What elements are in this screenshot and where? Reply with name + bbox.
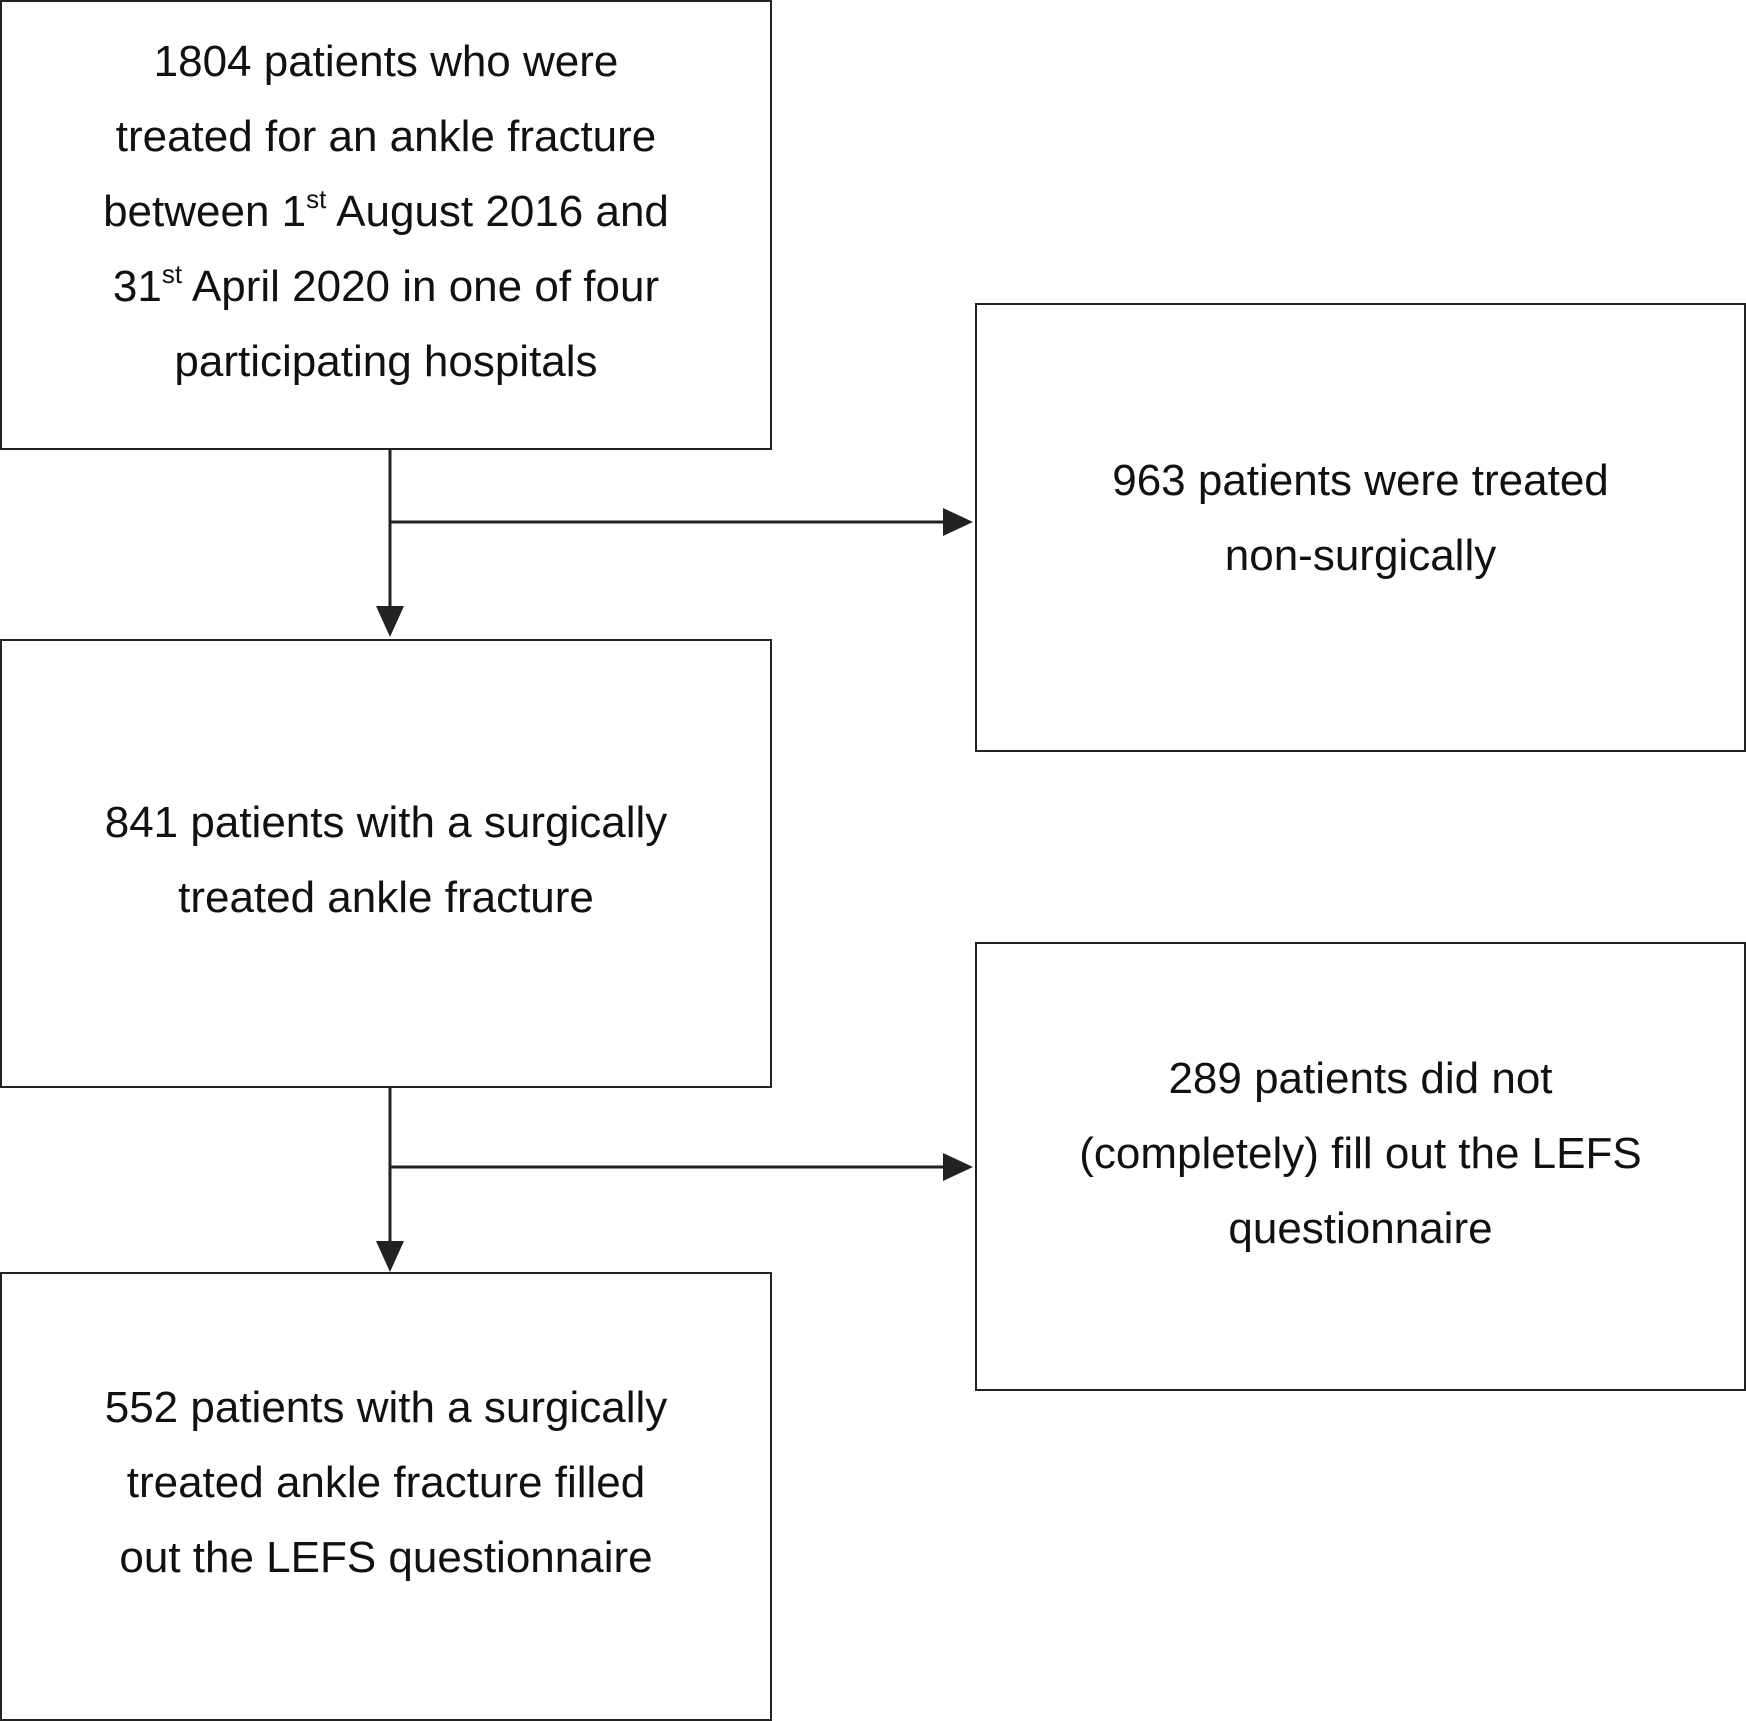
line-4-text-before: 31 — [112, 262, 162, 311]
box-all-patients-line-2: treated for an ankle fracture — [115, 112, 657, 161]
box-completed-lefs-line-2: treated ankle fracture filled — [126, 1458, 646, 1507]
line-4-ordinal-suffix: st — [161, 259, 183, 289]
box-all-patients-line-5: participating hospitals — [174, 337, 598, 386]
box-incomplete-lefs-line-1: 289 patients did not — [1168, 1054, 1553, 1103]
box-completed-lefs-line-3: out the LEFS questionnaire — [119, 1533, 653, 1582]
line-3-ordinal-suffix: st — [306, 184, 327, 214]
box-incomplete-lefs-line-2: (completely) fill out the LEFS — [1079, 1129, 1642, 1178]
arrowhead-down-box5 — [376, 1241, 404, 1272]
box-non-surgical-line-1: 963 patients were treated — [1112, 456, 1609, 505]
arrowhead-right-box4 — [943, 1153, 973, 1181]
box-surgically-treated: 841 patients with a surgically treated a… — [0, 639, 772, 1088]
arrowhead-down-box3 — [376, 606, 404, 637]
box-non-surgical: 963 patients were treated non-surgically — [975, 303, 1746, 752]
box-incomplete-lefs: 289 patients did not (completely) fill o… — [975, 942, 1746, 1391]
box-incomplete-lefs-line-3: questionnaire — [1228, 1204, 1493, 1253]
box-non-surgical-line-2: non-surgically — [1224, 531, 1497, 580]
line-3-text-before: between 1 — [103, 187, 307, 236]
box-surgically-treated-line-1: 841 patients with a surgically — [104, 798, 668, 847]
box-all-patients-line-1: 1804 patients who were — [153, 37, 619, 86]
arrowhead-right-box2 — [943, 508, 973, 536]
box-all-patients-line-4: 31st April 2020 in one of four — [2, 249, 770, 324]
box-all-patients-line-3: between 1st August 2016 and — [2, 174, 770, 249]
line-3-text-after: August 2016 and — [326, 187, 669, 236]
box-surgically-treated-line-2: treated ankle fracture — [178, 873, 594, 922]
line-4-text-after: April 2020 in one of four — [182, 262, 660, 311]
box-completed-lefs-line-1: 552 patients with a surgically — [104, 1383, 668, 1432]
box-all-patients: 1804 patients who were treated for an an… — [0, 0, 772, 450]
box-completed-lefs: 552 patients with a surgically treated a… — [0, 1272, 772, 1721]
